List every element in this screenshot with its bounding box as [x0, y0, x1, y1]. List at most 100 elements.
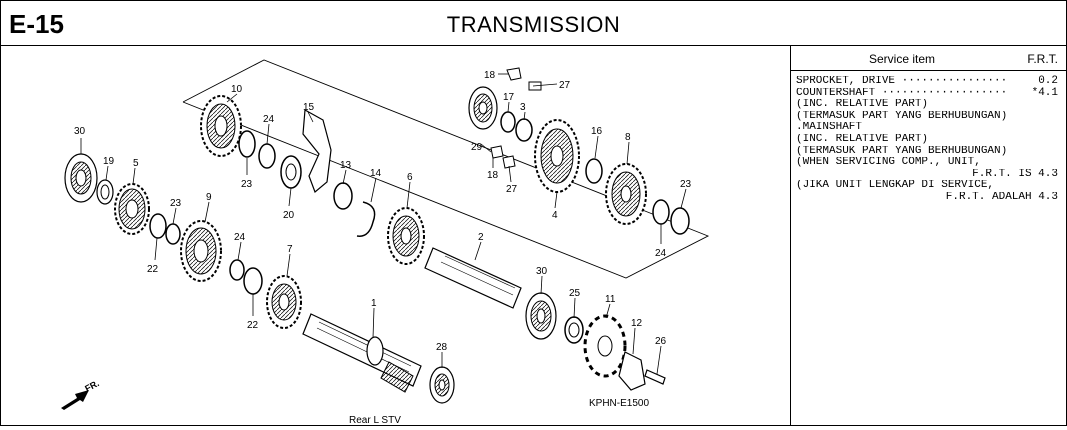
- countershaft-upper: [468, 67, 690, 235]
- callout-8: 8: [625, 132, 631, 143]
- callout-17: 16: [591, 126, 603, 137]
- service-row-label: COUNTERSHAFT ···················: [796, 87, 1008, 99]
- service-row: .MAINSHAFT: [796, 122, 1058, 134]
- callout-27b: 27: [506, 184, 518, 195]
- part-10-gear: [200, 95, 242, 157]
- service-row: F.R.T. ADALAH 4.3: [796, 192, 1058, 204]
- callout-23b: 24: [234, 232, 246, 243]
- part-18-plate: [506, 67, 522, 81]
- service-row-label: (JIKA UNIT LENGKAP DI SERVICE,: [796, 180, 995, 192]
- service-table-header: Service item F.R.T.: [791, 46, 1066, 71]
- col-service-item: Service item: [869, 52, 936, 66]
- callout-23: 23: [170, 198, 182, 209]
- part-11-sprocket: [583, 314, 627, 378]
- front-arrow-icon: FR.: [61, 378, 101, 410]
- leader-lines: [80, 73, 687, 375]
- page-title: TRANSMISSION: [446, 12, 621, 37]
- part-21b-washer: [670, 207, 690, 235]
- service-row-label: (WHEN SERVICING COMP., UNIT,: [796, 157, 981, 169]
- service-row: SPROCKET, DRIVE ················0.2: [796, 75, 1058, 88]
- part-22b-washer: [243, 267, 263, 295]
- callout-14: 14: [370, 168, 382, 179]
- part-15-fork: [302, 109, 332, 194]
- part-21-washer: [238, 130, 256, 158]
- callout-12: 12: [631, 318, 643, 329]
- callout-30: 30: [74, 126, 86, 137]
- part-13-bushing: [333, 182, 353, 210]
- callout-10: 10: [231, 84, 243, 95]
- callout-5: 5: [133, 158, 139, 169]
- callout-21: 23: [241, 179, 253, 190]
- callout-16: 17: [503, 92, 515, 103]
- service-row-frt: *4.1: [1031, 86, 1058, 99]
- assembly-outline: [182, 59, 710, 279]
- service-row: (INC. RELATIVE PART): [796, 99, 1058, 111]
- callout-25: 25: [569, 288, 581, 299]
- callout-9: 9: [206, 192, 212, 203]
- callout-3: 3: [520, 102, 526, 113]
- callout-15: 15: [303, 102, 315, 113]
- callout-11: 11: [605, 294, 616, 305]
- part-24-clip: [258, 143, 276, 169]
- callout-21b: 23: [680, 179, 692, 190]
- callout-1: 1: [371, 298, 377, 309]
- service-row: (WHEN SERVICING COMP., UNIT,: [796, 157, 1058, 169]
- callout-29: 29: [471, 142, 483, 153]
- callout-22: 22: [147, 264, 159, 275]
- part-4-gear: [534, 119, 580, 193]
- part-12-plate: [618, 351, 646, 391]
- callout-27: 27: [559, 80, 571, 91]
- part-2-shaft: [424, 247, 522, 309]
- front-label: FR.: [83, 378, 100, 394]
- service-row: (JIKA UNIT LENGKAP DI SERVICE,: [796, 180, 1058, 192]
- part-23b-clip: [229, 259, 245, 281]
- callout-labels: 30 19 5 10 24 15 23 20 13 14 6 9 23 24 2…: [74, 70, 692, 353]
- diagram-svg: 30 19 5 10 24 15 23 20 13 14 6 9 23 24 2…: [61, 59, 710, 410]
- service-row: F.R.T. IS 4.3: [796, 169, 1058, 181]
- footer-text: Rear L STV: [349, 415, 401, 426]
- service-row: (TERMASUK PART YANG BERHUBUNGAN): [796, 111, 1058, 123]
- part-24b-clip: [652, 199, 670, 225]
- callout-7: 7: [287, 244, 293, 255]
- callout-19: 19: [103, 156, 115, 167]
- part-27b-bolt: [502, 155, 516, 169]
- part-7-gear: [266, 275, 302, 329]
- callout-24: 24: [263, 114, 275, 125]
- service-row-label: SPROCKET, DRIVE ················: [796, 76, 1008, 87]
- callout-18: 18: [484, 70, 496, 81]
- exploded-diagram: 30 19 5 10 24 15 23 20 13 14 6 9 23 24 2…: [1, 46, 791, 426]
- part-26-bolt: [644, 369, 666, 385]
- service-row: (TERMASUK PART YANG BERHUBUNGAN): [796, 146, 1058, 158]
- page-header: E-15 TRANSMISSION: [1, 1, 1066, 46]
- service-row-label: (TERMASUK PART YANG BERHUBUNGAN): [796, 110, 1008, 122]
- service-row-label: .MAINSHAFT: [796, 122, 863, 134]
- part-16-washer: [500, 111, 516, 133]
- service-row-label: (TERMASUK PART YANG BERHUBUNGAN): [796, 145, 1008, 157]
- part-17-washer: [585, 158, 603, 184]
- part-30-bearing: [64, 153, 98, 203]
- col-frt: F.R.T.: [1027, 52, 1058, 66]
- countershaft-assembly: [64, 153, 455, 404]
- service-row-label: (INC. RELATIVE PART): [796, 99, 929, 111]
- service-row: (INC. RELATIVE PART): [796, 134, 1058, 146]
- part-9-gear: [180, 220, 222, 282]
- callout-26: 26: [655, 336, 667, 347]
- part-1-shaft: [302, 313, 422, 393]
- part-14-spring: [356, 201, 376, 237]
- part-6-gear: [387, 207, 425, 265]
- diagram-ref-code: KPHN-E1500: [589, 398, 649, 409]
- part-29-bearing: [468, 86, 498, 130]
- callout-22b: 22: [247, 320, 259, 331]
- part-28-bearing: [429, 366, 455, 404]
- service-row-label: F.R.T. ADALAH 4.3: [945, 191, 1058, 203]
- part-3-bushing: [515, 118, 533, 142]
- part-30b-bearing: [525, 292, 557, 340]
- section-code: E-15: [9, 9, 64, 39]
- service-table: Service item F.R.T. SPROCKET, DRIVE ····…: [791, 46, 1066, 425]
- part-8-gear: [605, 163, 647, 225]
- callout-18b: 18: [487, 170, 499, 181]
- callout-20: 20: [283, 210, 295, 221]
- callout-30b: 30: [536, 266, 548, 277]
